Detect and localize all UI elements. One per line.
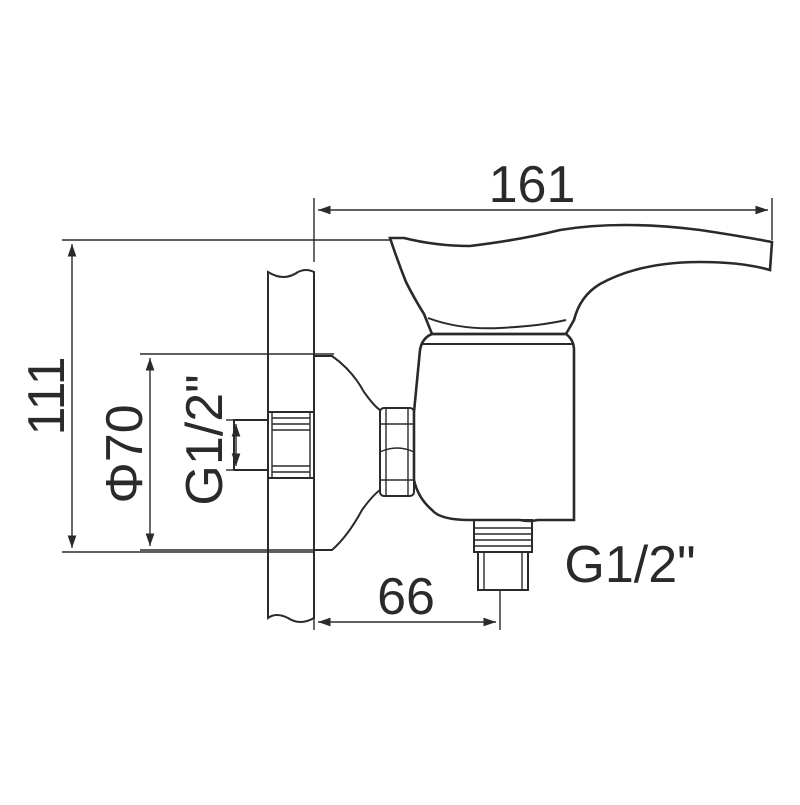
outlet-connector (473, 519, 533, 591)
dimension-flange (140, 353, 334, 551)
label-outlet-thread: G1/2" (564, 536, 695, 594)
label-height: 111 (18, 356, 76, 435)
inlet-pipe (233, 411, 315, 479)
dimension-outlet-offset (313, 550, 501, 630)
lever-handle (388, 223, 774, 336)
label-flange-diameter: Φ70 (96, 404, 154, 503)
dimension-inlet (226, 419, 241, 471)
dimension-width (313, 198, 773, 262)
hex-connector (379, 407, 415, 497)
label-width: 161 (489, 156, 576, 214)
wall-section (267, 269, 315, 623)
mixer-body (412, 332, 576, 523)
dimension-height (62, 239, 390, 553)
label-inlet-thread: G1/2" (176, 374, 234, 505)
flange-cover (313, 355, 381, 551)
label-outlet-offset: 66 (377, 568, 435, 626)
